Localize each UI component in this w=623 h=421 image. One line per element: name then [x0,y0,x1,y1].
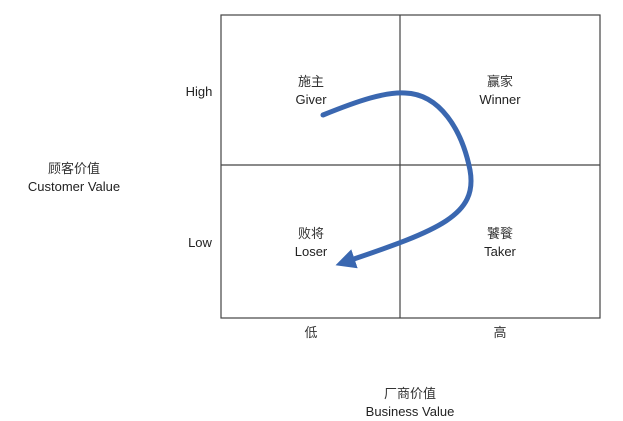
quadrant-label-en: Giver [295,92,327,107]
quadrant-winner: 赢家 Winner [479,74,520,108]
quadrant-label-cn: 施主 [297,75,324,90]
y-tick-high: High [185,84,213,99]
quadrant-label-en: Loser [294,244,328,259]
quadrant-giver: 施主 Giver [295,74,326,108]
quadrant-label-cn: 败将 [297,227,324,242]
quadrant-label-en: Winner [479,92,521,107]
quadrant-loser: 败将 Loser [295,226,328,260]
quadrant-taker: 饕餮 Taker [484,226,516,260]
x-tick-low: 低 [304,326,318,341]
x-tick-high: 高 [493,326,507,341]
quadrant-frame [220,14,601,319]
quadrant-label-en: Taker [484,244,516,259]
quadrant-label-cn: 赢家 [486,75,513,90]
quadrant-label-cn: 饕餮 [486,227,514,242]
y-tick-low: Low [188,235,212,250]
transition-arrow [320,90,474,269]
